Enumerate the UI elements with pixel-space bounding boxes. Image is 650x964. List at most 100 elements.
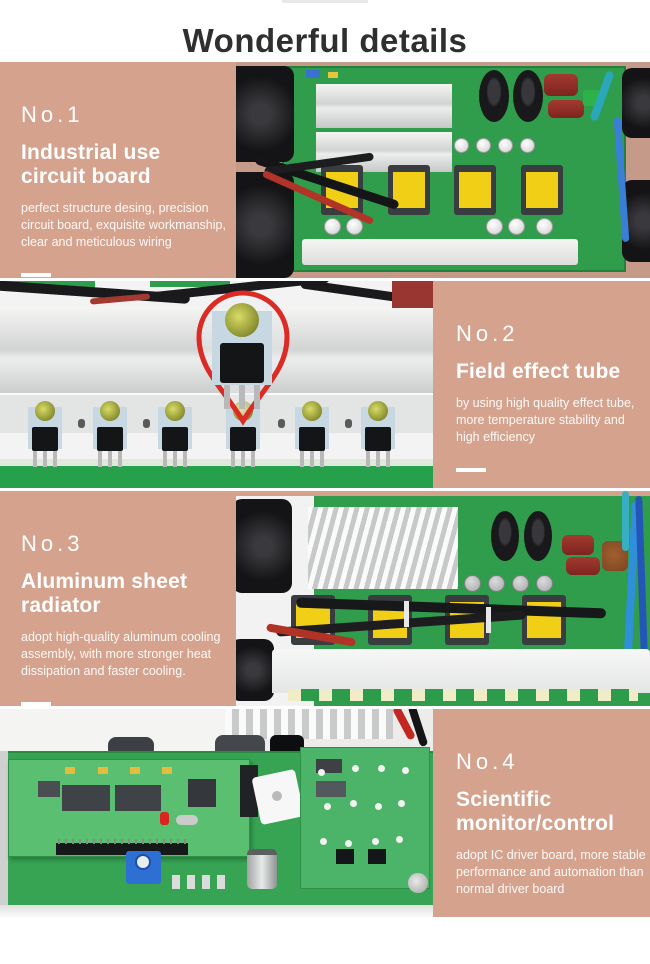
electrolytic-capacitor — [247, 849, 277, 889]
case-bottom — [0, 905, 433, 917]
red-capacitor — [544, 74, 578, 96]
capacitor — [476, 138, 491, 153]
transistor-body — [365, 427, 391, 451]
heading-line: Aluminum sheet — [21, 570, 188, 593]
section-heading: Industrial use circuit board — [21, 141, 236, 189]
underline-dash — [21, 272, 51, 277]
heading-line: radiator — [21, 593, 101, 617]
underline-dash — [456, 467, 486, 472]
feature-panel-4: No.4 Scientific monitor/control adopt IC… — [433, 709, 650, 924]
highlighted-transistor — [212, 303, 272, 415]
body-line: adopt high-quality aluminum cooling — [21, 629, 221, 644]
transistor — [158, 401, 192, 473]
trimmer-dial — [135, 854, 151, 870]
capacitor — [486, 218, 503, 235]
body-line: more temperature stability and — [456, 412, 625, 427]
cable-tie — [486, 607, 491, 633]
section-number: No.2 — [456, 321, 519, 346]
heading-line: circuit board — [21, 164, 151, 188]
transistor-legs — [300, 451, 324, 467]
solder-strip — [0, 459, 433, 466]
cable-tie — [404, 601, 409, 627]
capacitor — [508, 218, 525, 235]
screw — [100, 401, 120, 421]
smd-capacitor — [162, 767, 172, 774]
capacitor — [464, 575, 481, 592]
capacitor — [346, 218, 363, 235]
ic-chip — [62, 785, 110, 811]
fan-icon — [236, 172, 294, 278]
ribbed-heatsink — [308, 507, 458, 589]
section-body: adopt high-quality aluminum cooling asse… — [21, 629, 236, 680]
body-line: adopt IC driver board, more stable — [456, 847, 646, 862]
section-heading: Scientific monitor/control — [456, 788, 650, 836]
blue-wire — [635, 495, 648, 657]
transformer — [521, 165, 563, 215]
transistor-body — [162, 427, 188, 451]
heading-line: Industrial use — [21, 141, 161, 164]
component-chip — [306, 70, 320, 78]
feature-panel-2: No.2 Field effect tube by using high qua… — [433, 281, 650, 488]
capacitor — [520, 138, 535, 153]
heatsink-plate — [316, 84, 452, 128]
screw — [35, 401, 55, 421]
section-heading: Aluminum sheet radiator — [21, 570, 236, 618]
red-capacitor — [566, 557, 600, 575]
section-body: by using high quality effect tube, more … — [456, 395, 650, 446]
section-no4: No.4 Scientific monitor/control adopt IC… — [0, 709, 650, 924]
relay — [368, 849, 386, 864]
body-line: performance and automation than — [456, 864, 644, 879]
solder-pad — [318, 769, 325, 776]
capacitor — [512, 575, 529, 592]
field-effect-tube-photo — [0, 281, 433, 488]
smd-capacitor — [98, 767, 108, 774]
mount-hole — [278, 419, 285, 428]
section-no2: No.2 Field effect tube by using high qua… — [0, 281, 650, 488]
transistor — [295, 401, 329, 473]
screw — [165, 401, 185, 421]
transistor-legs — [163, 451, 187, 467]
body-line: dissipation and faster cooling. — [21, 663, 186, 678]
pin-header-pins — [58, 839, 186, 844]
toroid-inductor — [491, 511, 519, 561]
capacitor — [324, 218, 341, 235]
mcu-chip — [188, 779, 216, 807]
section-number: No.4 — [456, 749, 519, 774]
crystal-oscillator — [176, 815, 198, 825]
pin-header — [56, 843, 188, 855]
body-line: high efficiency — [456, 429, 535, 444]
section-number: No.1 — [21, 102, 84, 127]
pcb-strip — [0, 466, 433, 488]
fan-icon — [236, 66, 294, 162]
smd-capacitor — [130, 767, 140, 774]
transistor-legs — [224, 385, 260, 409]
section-no1: No.1 Industrial use circuit board perfec… — [0, 62, 650, 278]
heatsink-ledge — [0, 393, 433, 433]
toroid-inductor — [513, 70, 543, 122]
heading-line: Field effect tube — [456, 360, 621, 383]
screw — [408, 873, 428, 893]
red-capacitor — [548, 100, 584, 118]
ic-chip — [38, 781, 60, 797]
capacitor — [488, 575, 505, 592]
feature-panel-3: No.3 Aluminum sheet radiator adopt high-… — [0, 491, 236, 706]
transformer — [454, 165, 496, 215]
section-body: perfect structure desing, precision circ… — [21, 200, 236, 251]
heatsink-fins — [225, 709, 393, 739]
transistor-legs — [231, 451, 255, 467]
red-component — [392, 281, 433, 308]
transistor-body — [32, 427, 58, 451]
pcb-edge — [150, 281, 230, 287]
body-line: clear and meticulous wiring — [21, 234, 172, 249]
transistor-body — [230, 427, 256, 451]
body-line: by using high quality effect tube, — [456, 395, 635, 410]
teal-wire — [622, 491, 629, 551]
capacitor — [454, 138, 469, 153]
section-heading: Field effect tube — [456, 360, 650, 384]
body-line: assembly, with more stronger heat — [21, 646, 212, 661]
section-body: adopt IC driver board, more stable perfo… — [456, 847, 650, 898]
capacitor — [498, 138, 513, 153]
smd-capacitor — [65, 767, 75, 774]
transistor-legs — [98, 451, 122, 467]
insulator-hole — [272, 791, 282, 801]
